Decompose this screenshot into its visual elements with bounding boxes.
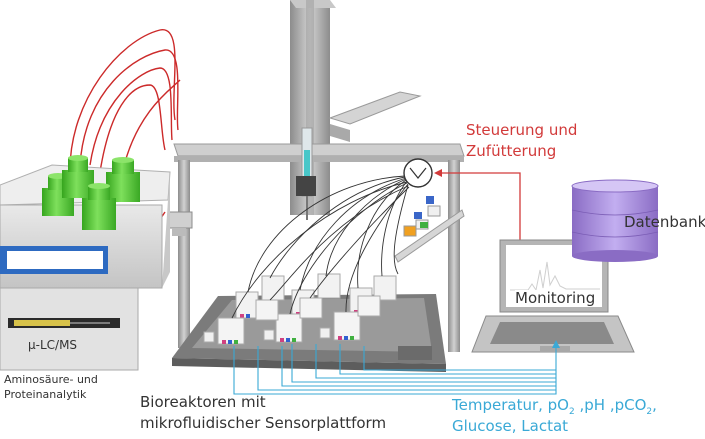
bioreactor [357, 295, 381, 317]
frame [167, 143, 465, 352]
sensor-subscript-pco2: 2 [646, 407, 653, 417]
sensor-text-ph: ,pH ,pCO [574, 396, 647, 414]
steuerung-label-line1: Steuerung und [466, 121, 578, 139]
sensor-lines [233, 340, 560, 395]
bioreactor [333, 311, 361, 341]
bottle [82, 183, 116, 230]
valve [403, 158, 433, 188]
datenbank-label: Datenbank [624, 213, 705, 231]
bioreactor [217, 317, 245, 345]
bioreactor [373, 275, 397, 301]
valve-tubing [231, 175, 410, 319]
laptop [471, 239, 635, 353]
sensor-text-comma: , [652, 396, 657, 414]
monitoring-signal [510, 261, 600, 292]
lcms-label: µ-LC/MS [28, 338, 78, 352]
sensor-parameters-line1: Temperatur, pO2 ,pH ,pCO2, [452, 396, 657, 417]
bioreaktoren-label-line2: mikrofluidischer Sensorplattform [140, 414, 387, 432]
bioreaktoren-label-line1: Bioreaktoren mit [140, 393, 266, 411]
bioreactor [317, 273, 341, 299]
analytik-label-line2: Proteinanalytik [4, 388, 87, 401]
steuerung-label-line2: Zufütterung [466, 142, 557, 160]
database [571, 179, 659, 262]
bioreactor [275, 313, 303, 343]
feed-vials [403, 196, 441, 237]
gantry-beam [328, 91, 422, 142]
sensor-subscript-po2: 2 [568, 407, 575, 417]
bioreactor [255, 299, 279, 321]
analytik-label-line1: Aminosäure- und [4, 373, 98, 386]
sensor-parameters-line2: Glucose, Lactat [452, 417, 569, 435]
control-line [434, 169, 521, 240]
bottle [106, 157, 140, 202]
green-bottles [42, 155, 140, 230]
bioreactor [299, 297, 323, 319]
sensor-text-temperatur: Temperatur, pO [452, 396, 569, 414]
syringe [296, 127, 316, 220]
bioreactors [203, 273, 397, 345]
monitoring-label: Monitoring [515, 289, 596, 308]
